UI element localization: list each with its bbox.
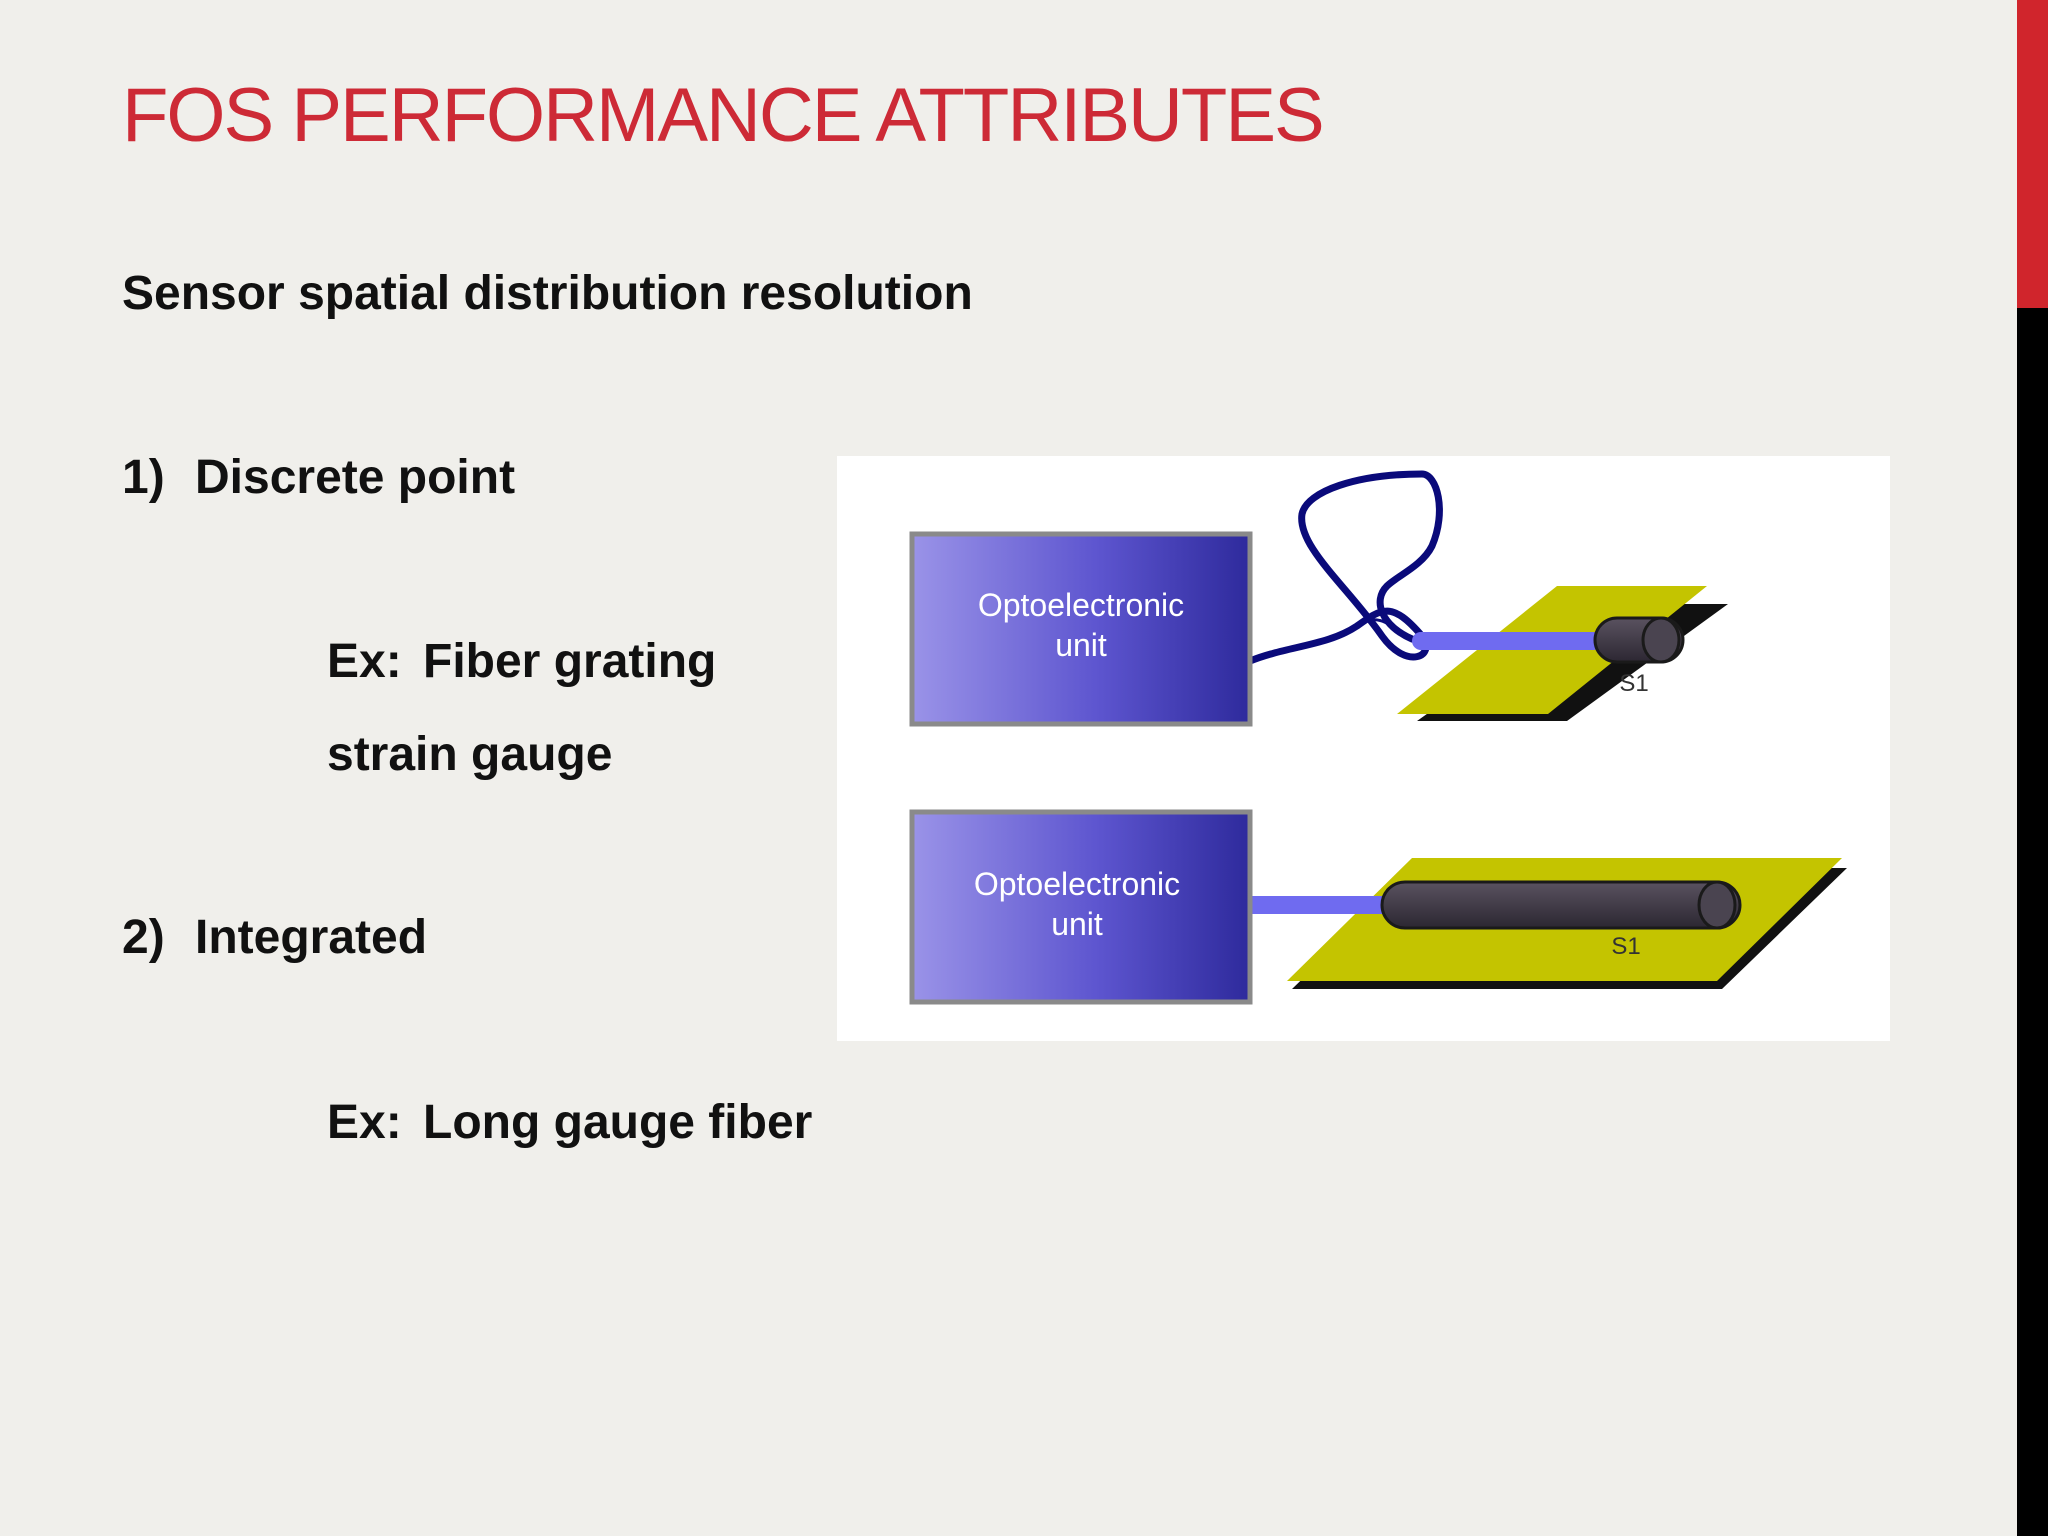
fiber-loop bbox=[1246, 470, 1443, 665]
unit-label-line1: Optoelectronic bbox=[974, 866, 1180, 902]
optoelectronic-unit-box bbox=[909, 809, 1253, 1005]
sensor-label: S1 bbox=[1611, 933, 1640, 960]
integrated-diagram: S1 Optoelectronic unit bbox=[909, 809, 1847, 1005]
example-line-continued: strain gauge bbox=[327, 728, 613, 781]
example-prefix: Ex: bbox=[327, 1096, 402, 1149]
sensor-diagram-svg: S1 Optoelectronic unit S1 bbox=[909, 470, 1847, 1005]
sensor-end-cap bbox=[1641, 616, 1681, 664]
example-prefix: Ex: bbox=[327, 635, 402, 688]
fiber-lead bbox=[1249, 618, 1413, 663]
side-accent-bar-red bbox=[2017, 0, 2048, 308]
discrete-point-diagram: S1 Optoelectronic unit bbox=[909, 470, 1728, 727]
example-line: Ex: Fiber grating bbox=[327, 638, 716, 686]
list-item-number: 1) bbox=[122, 451, 165, 504]
list-item-number: 2) bbox=[122, 911, 165, 964]
sensor-label: S1 bbox=[1619, 670, 1648, 697]
slide-title: FOS PERFORMANCE ATTRIBUTES bbox=[122, 73, 1325, 158]
sensor-end-cap bbox=[1697, 880, 1737, 930]
slide-subtitle: Sensor spatial distribution resolution bbox=[122, 267, 973, 320]
unit-label-line2: unit bbox=[1055, 627, 1107, 663]
list-item-discrete-point: 1) Discrete point bbox=[122, 454, 515, 502]
optical-fiber bbox=[1250, 896, 1400, 914]
list-item-integrated: 2) Integrated bbox=[122, 914, 427, 962]
long-gauge-sensor bbox=[1380, 880, 1742, 930]
unit-label-line1: Optoelectronic bbox=[978, 587, 1184, 623]
sensor-diagram-figure: S1 Optoelectronic unit S1 bbox=[837, 456, 1890, 1041]
list-item-label: Integrated bbox=[195, 911, 428, 964]
optoelectronic-unit-box bbox=[909, 531, 1253, 727]
unit-label-line2: unit bbox=[1051, 906, 1103, 942]
list-item-label: Discrete point bbox=[195, 451, 516, 504]
example-line: Ex: Long gauge fiber bbox=[327, 1099, 812, 1147]
optical-fiber bbox=[1412, 632, 1602, 650]
example-text: Long gauge fiber bbox=[423, 1096, 813, 1149]
example-text: Fiber grating bbox=[423, 635, 717, 688]
